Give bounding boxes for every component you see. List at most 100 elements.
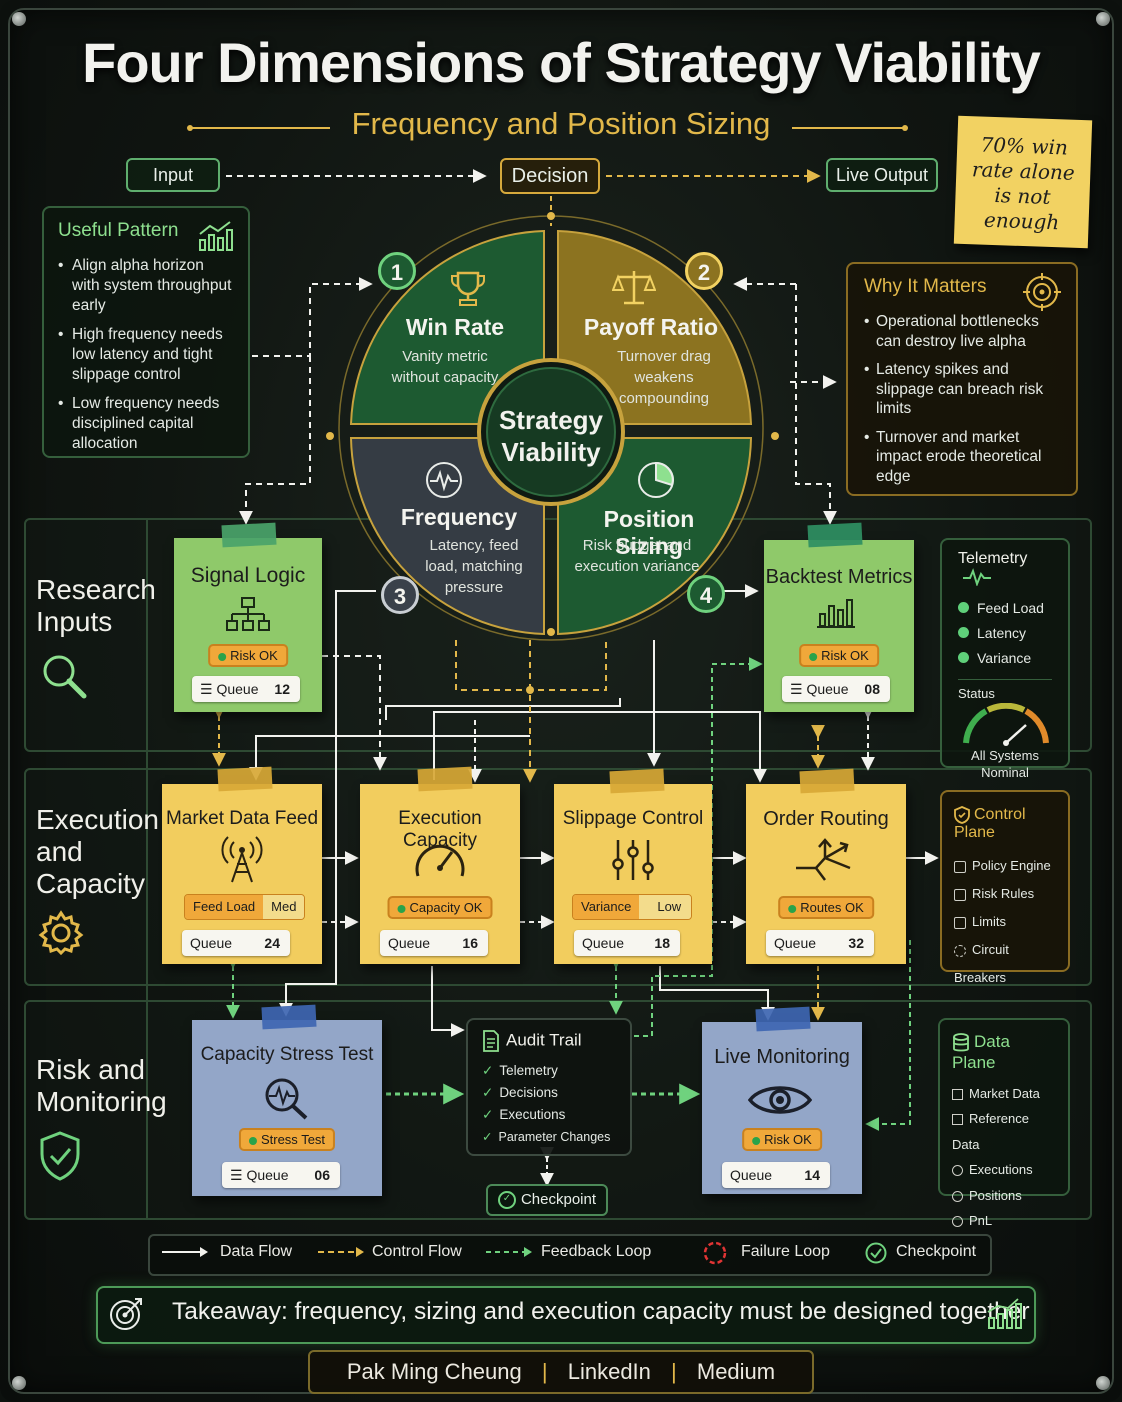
card-title: Market Data Feed	[165, 808, 319, 829]
list-item: ✓Executions	[482, 1107, 566, 1122]
status-badge: Risk OK	[208, 644, 288, 667]
data-plane-list: Market Data Reference Data Executions Po…	[952, 1081, 1056, 1234]
card-title: Signal Logic	[190, 564, 306, 587]
audit-trail-list: ✓Telemetry ✓Decisions ✓Executions ✓Param…	[482, 1060, 616, 1148]
status-badge: Routes OK	[778, 896, 874, 919]
status-label: Status	[958, 679, 1052, 701]
list-item: Risk Rules	[954, 880, 1056, 908]
tape	[217, 766, 273, 792]
pulse-icon	[963, 568, 991, 588]
footer-separator: |	[671, 1359, 677, 1384]
failure-loop-icon	[703, 1241, 727, 1265]
audit-trail-panel: Audit Trail ✓Telemetry ✓Decisions ✓Execu…	[466, 1018, 632, 1156]
legend-checkpoint: Checkpoint	[896, 1243, 977, 1260]
useful-pattern-title: Useful Pattern	[58, 220, 179, 241]
sliders-icon	[612, 840, 654, 880]
lane-label-execution: Execution and Capacity	[36, 804, 159, 899]
list-item: Circuit Breakers	[954, 942, 1009, 986]
scale-icon	[612, 271, 656, 305]
list-item: •Latency spikes and slippage can breach …	[864, 361, 1044, 417]
quadrant-1-title: Win Rate	[405, 314, 505, 340]
quadrant-4-title: Position Sizing	[603, 506, 695, 559]
audit-trail-title: Audit Trail	[482, 1030, 616, 1052]
linkedin-link[interactable]: LinkedIn	[567, 1359, 651, 1384]
screw	[12, 12, 26, 26]
data-plane-panel: Data Plane Market Data Reference Data Ex…	[938, 1018, 1070, 1228]
list-item: Limits	[954, 908, 1056, 936]
screw	[1096, 12, 1110, 26]
quadrant-3-title: Frequency	[400, 504, 518, 530]
telemetry-panel: Telemetry Feed Load Latency Variance Sta…	[940, 538, 1070, 780]
bullseye-icon	[110, 1298, 142, 1330]
list-item: Positions	[952, 1183, 1056, 1209]
list-item: PnL	[952, 1208, 1056, 1234]
footer: Pak Ming Cheung | LinkedIn | Medium	[308, 1350, 814, 1394]
quadrant-3-number: 3	[381, 576, 419, 614]
pie-chart-icon	[638, 461, 674, 498]
page-title: Four Dimensions of Strategy Viability	[82, 31, 1041, 94]
control-plane-title: Control Plane	[954, 806, 1026, 842]
quadrant-4-number: 4	[687, 575, 725, 613]
quadrant-3-text: Latency, feed load, matching pressure	[425, 537, 523, 596]
antenna-icon	[221, 836, 263, 883]
list-item: Market Data	[952, 1081, 1056, 1107]
sticky-note: 70% win rate alone is not enough	[953, 115, 1093, 249]
why-it-matters-list: •Operational bottlenecks can destroy liv…	[864, 312, 1060, 486]
document-icon	[483, 1030, 499, 1052]
telemetry-list: Feed Load Latency Variance	[958, 596, 1052, 671]
quadrant-1-text: Vanity metric without capacity	[391, 348, 499, 386]
list-item: Reference Data	[952, 1111, 1029, 1152]
growth-chart-icon	[987, 1298, 1022, 1329]
medium-link[interactable]: Medium	[696, 1359, 776, 1384]
stress-magnifier-icon	[265, 1078, 308, 1120]
card-title: Capacity Stress Test	[200, 1044, 374, 1065]
legend-data-flow: Data Flow	[220, 1243, 293, 1260]
status-badge: Stress Test	[238, 1128, 336, 1151]
takeaway-banner	[96, 1286, 1036, 1344]
author-name: Pak Ming Cheung	[346, 1359, 522, 1384]
shield-small-icon	[954, 806, 970, 824]
magnifier-icon	[43, 655, 87, 699]
list-item: •Low frequency needs disciplined capital…	[58, 395, 220, 452]
card-title: Backtest Metrics	[765, 566, 913, 588]
trophy-icon	[451, 271, 485, 306]
tape	[799, 768, 855, 794]
data-flow-line-icon	[162, 1247, 208, 1257]
useful-pattern-list: •Align alpha horizon with system through…	[58, 256, 234, 454]
status-badge: Risk OK	[742, 1128, 822, 1151]
list-item: •High frequency needs low latency and ti…	[58, 326, 223, 383]
quadrant-position-sizing	[557, 437, 753, 636]
gear-icon	[38, 910, 84, 956]
quadrant-2-title: Payoff Ratio	[583, 314, 719, 340]
list-item: •Turnover and market impact erode theore…	[864, 428, 1042, 485]
quadrant-frequency	[349, 437, 545, 636]
feedback-loop-line-icon	[486, 1247, 532, 1257]
screw	[12, 1376, 26, 1390]
quadrant-1-number: 1	[378, 252, 416, 290]
list-item: Executions	[952, 1157, 1056, 1183]
database-icon	[953, 1032, 969, 1051]
quadrant-2-number: 2	[685, 252, 723, 290]
legend	[148, 1234, 992, 1276]
page-subtitle: Frequency and Position Sizing	[351, 106, 771, 141]
lane-divider	[146, 518, 148, 1220]
list-item: Variance	[958, 646, 1052, 671]
list-item: ✓Telemetry	[482, 1063, 558, 1078]
list-item: Latency	[958, 621, 1052, 646]
list-item: Feed Load	[958, 596, 1052, 621]
tape	[261, 1004, 317, 1030]
status-text: All Systems Nominal	[971, 748, 1039, 781]
viability-wheel	[349, 229, 753, 636]
